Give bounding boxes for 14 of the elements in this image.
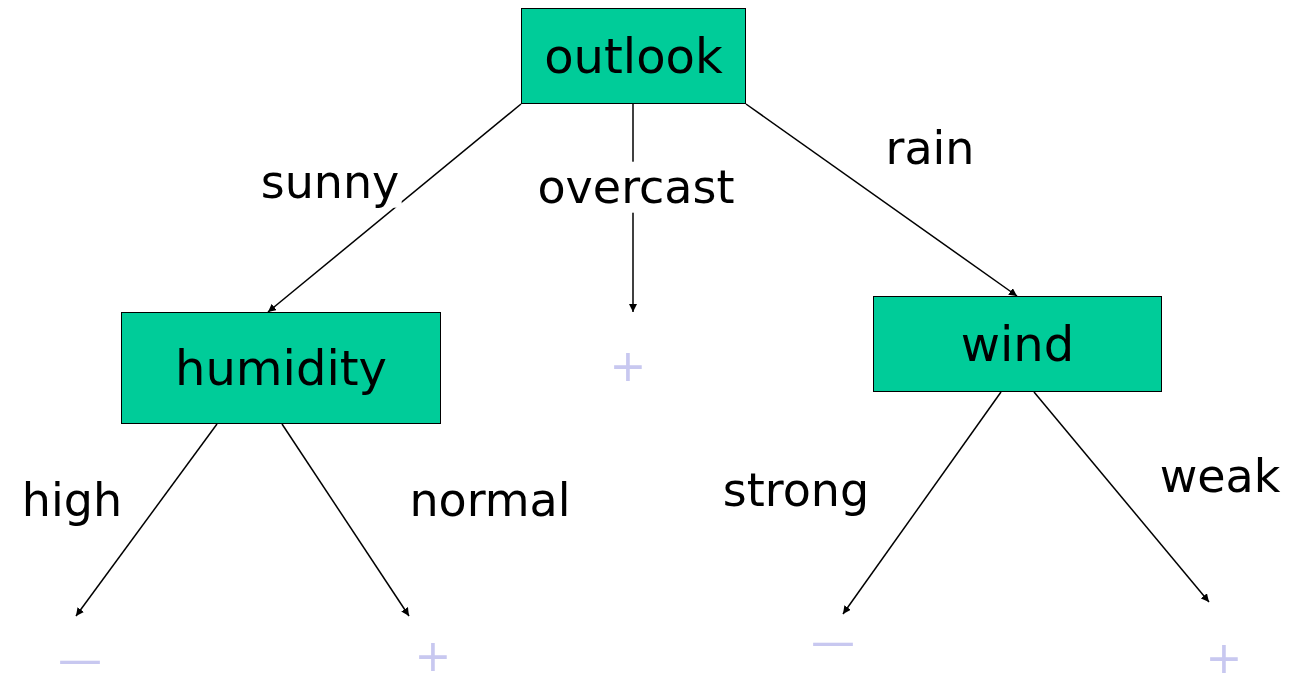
- arrow: [281, 423, 410, 617]
- leaf-class-label: +: [609, 344, 647, 388]
- arrow: [267, 103, 522, 313]
- decision-node-box: wind: [873, 296, 1162, 392]
- arrow: [75, 423, 218, 617]
- leaf-class-label: +: [1205, 636, 1243, 680]
- arrow: [842, 391, 1002, 615]
- arrow: [1033, 391, 1210, 603]
- leaf-class-label: —: [58, 638, 102, 682]
- leaf-class-label: —: [811, 620, 855, 664]
- arrow: [745, 103, 1018, 297]
- decision-node-box: outlook: [521, 8, 746, 104]
- leaf-class-label: +: [414, 634, 452, 678]
- decision-node-box: humidity: [121, 312, 441, 424]
